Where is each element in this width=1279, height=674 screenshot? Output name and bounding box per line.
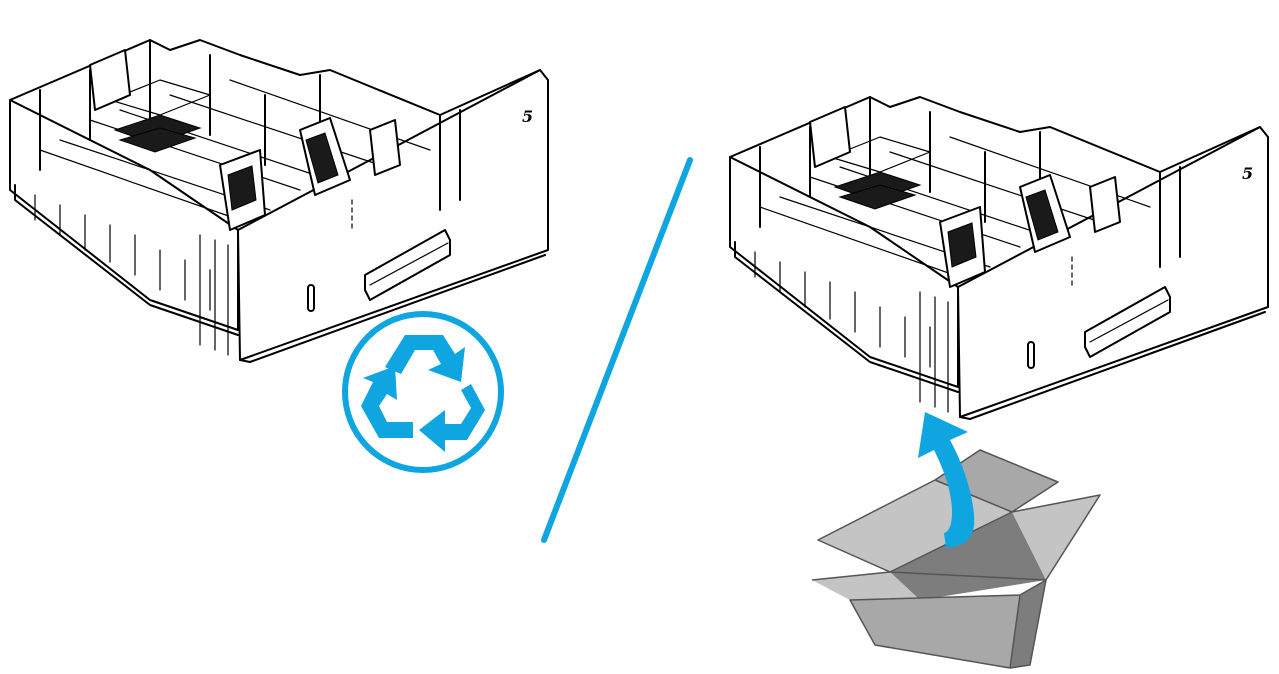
recycle-icon [342,311,504,473]
slash-separator [541,157,693,543]
left-paper-tray: 5 [9,39,549,363]
open-cardboard-box-icon [811,449,1101,669]
right-tray-number: 5 [1242,164,1253,183]
curved-up-arrow-icon [918,412,975,548]
left-tray-number: 5 [522,107,533,126]
right-paper-tray: 5 [729,96,1269,420]
